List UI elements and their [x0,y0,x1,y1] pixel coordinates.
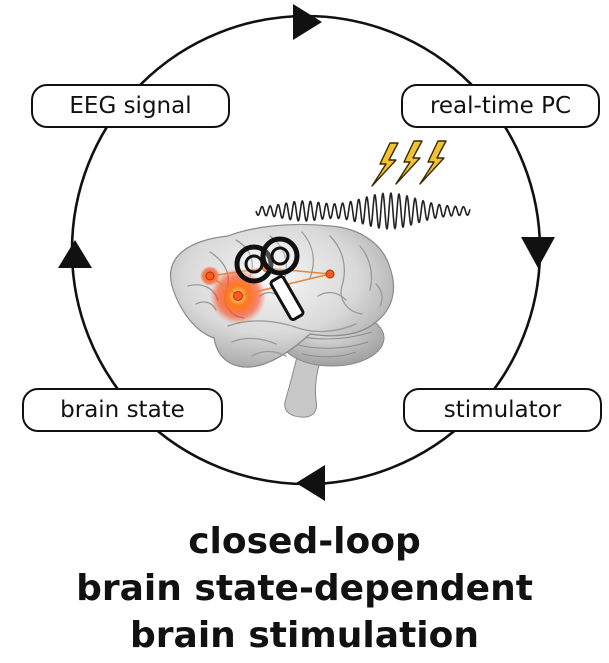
stimulator-node: stimulator [403,388,602,432]
brain-state-node: brain state [22,388,223,432]
caption-line-1: closed-loop [188,521,421,562]
arrow-left-icon [296,465,325,501]
caption-line-3: brain stimulation [130,615,479,656]
realtime-pc-label: real-time PC [429,93,572,119]
eeg-signal-node: EEG signal [31,84,230,128]
brain-state-label: brain state [60,397,185,423]
realtime-pc-node: real-time PC [401,84,600,128]
eeg-signal-label: EEG signal [69,93,192,119]
tms-coil-icon [234,236,305,321]
lightning-bolt-icon [371,140,447,187]
eeg-waveform [255,192,471,230]
stimulator-label: stimulator [443,397,562,423]
arrow-right-icon [293,4,322,40]
arrow-up-icon [58,240,92,268]
caption-line-2: brain state-dependent [76,568,533,609]
arrow-down-icon [521,237,555,268]
